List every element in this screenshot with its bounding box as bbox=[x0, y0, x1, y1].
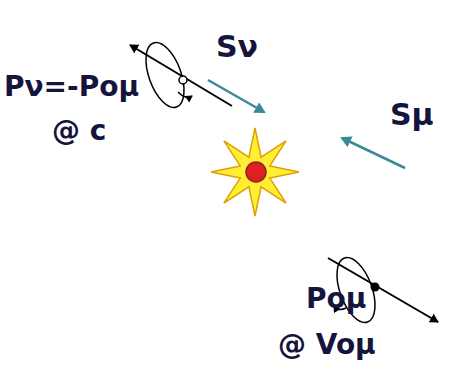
spin-curl bbox=[178, 92, 192, 97]
muon-dot bbox=[371, 283, 380, 292]
momentum-label: Pν=-Poμ bbox=[4, 72, 139, 103]
spin-arrow bbox=[208, 80, 264, 112]
pion bbox=[246, 162, 266, 182]
spin-arrow bbox=[342, 138, 405, 168]
spin-label: Sμ bbox=[390, 98, 434, 131]
spin-label: Sν bbox=[216, 30, 258, 63]
speed-label: @ Voμ bbox=[278, 330, 376, 361]
decay-star bbox=[211, 128, 299, 216]
neutrino-spin-loop bbox=[138, 38, 191, 113]
speed-label: @ c bbox=[52, 116, 106, 147]
momentum-label: Poμ bbox=[306, 284, 366, 315]
neutrino-dot bbox=[179, 76, 187, 84]
